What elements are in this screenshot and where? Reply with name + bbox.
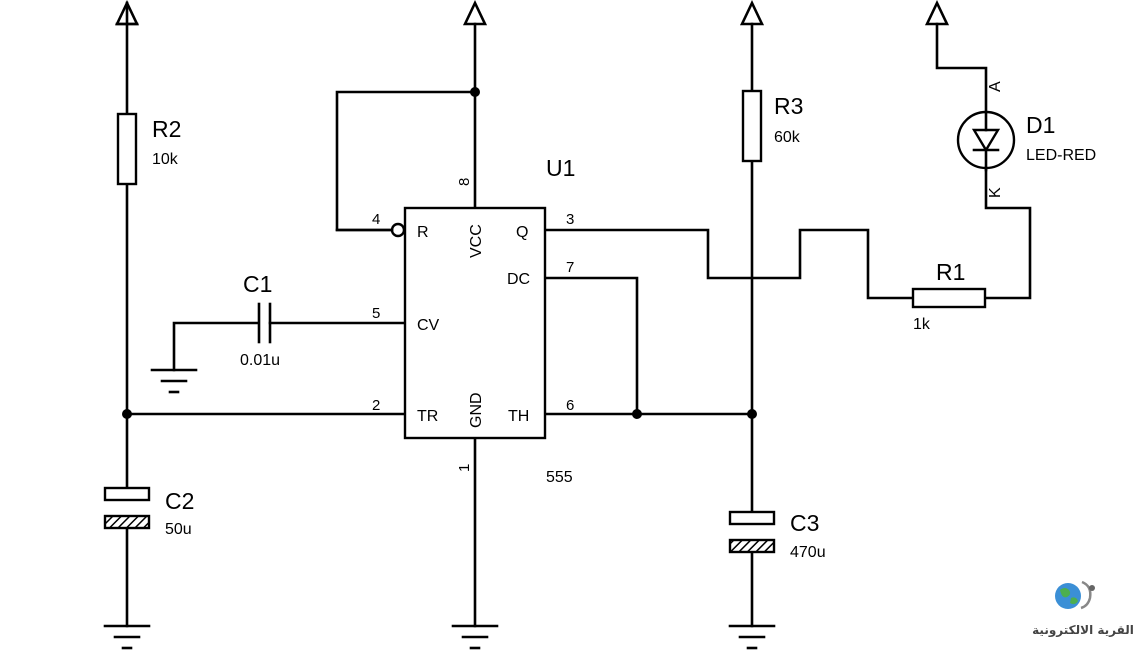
power-terminal-led (924, 0, 950, 26)
resistor-r3: R3 60k (741, 89, 803, 163)
d1-cathode-label: K (987, 187, 1004, 198)
pin-num-vcc: 8 (456, 178, 473, 186)
led-d1: A K D1 LED-RED (956, 81, 1096, 198)
power-terminal-left (114, 0, 140, 26)
pin-name-tr: TR (417, 408, 438, 425)
ic-u1-555: U1 555 4 5 2 3 7 6 8 1 R CV TR Q DC TH V… (335, 155, 575, 486)
c2-value: 50u (165, 521, 192, 538)
junction-dc-th (632, 409, 642, 419)
u1-value: 555 (546, 469, 573, 486)
globe-icon (1055, 580, 1095, 610)
u1-ref: U1 (546, 155, 575, 181)
pin-num-dc: 7 (566, 259, 574, 276)
pin-name-vcc: VCC (468, 224, 485, 258)
r2-ref: R2 (152, 116, 181, 142)
c2-ref: C2 (165, 488, 194, 514)
r1-ref: R1 (936, 259, 965, 285)
pin-name-gnd: GND (468, 392, 485, 428)
resistor-r1: R1 1k (911, 259, 987, 333)
pin-num-q: 3 (566, 211, 574, 228)
c3-ref: C3 (790, 510, 819, 536)
r1-value: 1k (913, 316, 931, 333)
capacitor-c2: C2 50u (103, 486, 194, 538)
ground-left (103, 624, 151, 650)
pin-num-tr: 2 (372, 397, 380, 414)
resistor-r2: R2 10k (116, 112, 181, 186)
r2-value: 10k (152, 151, 179, 168)
power-terminal-vcc (462, 0, 488, 26)
d1-anode-label: A (987, 81, 1004, 92)
ground-u1 (451, 624, 499, 650)
wires (125, 22, 1032, 628)
d1-ref: D1 (1026, 112, 1055, 138)
c1-value: 0.01u (240, 352, 280, 369)
capacitor-c1: C1 0.01u (240, 271, 280, 369)
pin-num-cv: 5 (372, 305, 380, 322)
r3-value: 60k (774, 129, 801, 146)
junction-dots (122, 87, 757, 419)
capacitor-c3: C3 470u (728, 510, 826, 561)
ground-c1 (150, 368, 198, 394)
d1-value: LED-RED (1026, 147, 1096, 164)
junction-tr (122, 409, 132, 419)
power-terminal-r3 (739, 0, 765, 26)
junction-th-r3 (747, 409, 757, 419)
pin-name-reset: R (417, 224, 429, 241)
pin-num-th: 6 (566, 397, 574, 414)
watermark-text: القرية الالكترونية (1032, 623, 1134, 638)
c1-ref: C1 (243, 271, 272, 297)
junction-vcc (470, 87, 480, 97)
pin-name-cv: CV (417, 317, 440, 334)
c3-value: 470u (790, 544, 826, 561)
ground-c3 (728, 624, 776, 650)
pin-name-th: TH (508, 408, 529, 425)
pin-num-gnd: 1 (456, 464, 473, 472)
pin-num-reset: 4 (372, 211, 380, 228)
watermark-logo: القرية الالكترونية (1032, 580, 1134, 638)
r3-ref: R3 (774, 93, 803, 119)
pin-name-q: Q (516, 224, 528, 241)
pin-name-dc: DC (507, 271, 530, 288)
